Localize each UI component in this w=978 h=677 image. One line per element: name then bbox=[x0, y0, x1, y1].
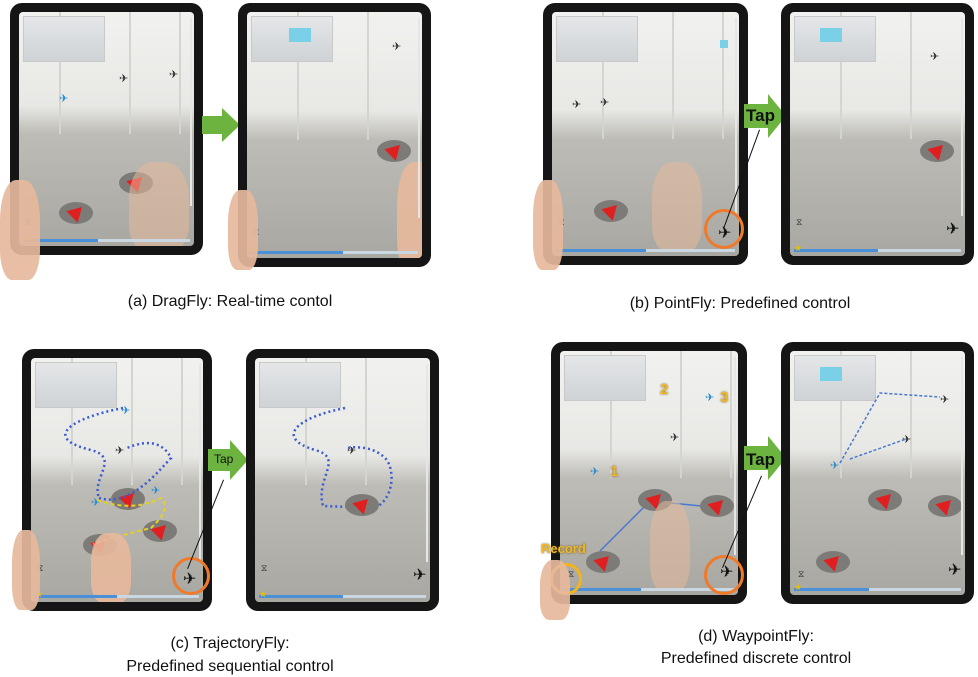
drone-icon: ✈ bbox=[59, 93, 69, 105]
drone-icon: ✈ bbox=[115, 445, 125, 457]
waypoint-links bbox=[839, 392, 941, 464]
tablet-a1: ✈ ✈ ✈ ⧖ ★ bbox=[10, 3, 203, 255]
tap-highlight-ring bbox=[704, 555, 744, 595]
ar-view-a2: ✈ ⧖ ★ bbox=[247, 12, 422, 258]
caption-d-line2: Predefined discrete control bbox=[660, 650, 852, 667]
tap-highlight-ring bbox=[704, 209, 744, 249]
waypoint-number: 2 bbox=[660, 381, 669, 398]
target-pad[interactable] bbox=[586, 551, 620, 573]
hand bbox=[228, 190, 258, 270]
hand bbox=[129, 162, 189, 246]
target-pad[interactable] bbox=[928, 495, 962, 517]
drone-icon[interactable]: ⧖ bbox=[796, 217, 803, 227]
tablet-d2: ✈ ✈ ✈ ⧖ ★ ✈ bbox=[781, 342, 974, 604]
target-pad[interactable] bbox=[377, 140, 411, 162]
tap-label: Tap bbox=[214, 452, 234, 466]
star-icon[interactable]: ★ bbox=[259, 589, 268, 599]
progress-bar[interactable] bbox=[259, 595, 426, 598]
drone-icon: ✈ bbox=[91, 497, 101, 509]
drone-icon: ✈ bbox=[705, 392, 715, 404]
drone-icon: ✈ bbox=[169, 69, 179, 81]
hand bbox=[12, 530, 40, 610]
drone-icon: ✈ bbox=[572, 99, 582, 111]
hand bbox=[533, 180, 563, 270]
target-pad[interactable] bbox=[594, 200, 628, 222]
tap-label: Tap bbox=[746, 450, 775, 469]
minimap bbox=[556, 16, 638, 62]
record-icon[interactable]: ⧖ bbox=[798, 569, 805, 579]
caption-b: (b) PointFly: Predefined control bbox=[629, 295, 851, 312]
target-pad[interactable] bbox=[59, 202, 93, 224]
minimap bbox=[23, 16, 105, 62]
tap-highlight-ring bbox=[172, 557, 210, 595]
progress-bar[interactable] bbox=[23, 239, 190, 242]
hand bbox=[652, 162, 702, 252]
target-pad[interactable] bbox=[345, 494, 379, 516]
drone-icon: ✈ bbox=[347, 445, 357, 457]
drone-icon: ✈ bbox=[830, 460, 840, 472]
star-icon[interactable]: ★ bbox=[794, 582, 803, 592]
airplane-icon[interactable]: ✈ bbox=[946, 221, 960, 238]
target-pad[interactable] bbox=[816, 551, 850, 573]
target-pad[interactable] bbox=[920, 140, 954, 162]
progress-bar[interactable] bbox=[251, 251, 418, 254]
minimap bbox=[259, 362, 341, 408]
tablet-c1: ✈ ✈ ✈ ✈ ⧖ ★ ✈ bbox=[22, 349, 212, 611]
drone-icon: ✈ bbox=[590, 466, 600, 478]
target-pad[interactable] bbox=[143, 520, 177, 542]
minimap bbox=[564, 355, 646, 401]
drone-icon: ✈ bbox=[670, 432, 680, 444]
caption-d-line1: (d) WaypointFly: bbox=[698, 628, 814, 645]
target-pad[interactable] bbox=[868, 489, 902, 511]
waypoint-number: 1 bbox=[610, 463, 619, 480]
airplane-icon[interactable]: ✈ bbox=[948, 562, 962, 579]
tablet-b2: ✈ ⧖ ★ ✈ bbox=[781, 3, 974, 265]
progress-bar[interactable] bbox=[564, 588, 734, 591]
drone-icon[interactable]: ⧖ bbox=[37, 563, 44, 573]
airplane-icon[interactable]: ✈ bbox=[413, 567, 427, 584]
ar-view-d2: ✈ ✈ ✈ ⧖ ★ ✈ bbox=[790, 351, 965, 595]
drone-icon: ✈ bbox=[600, 97, 610, 109]
caption-c-line2: Predefined sequential control bbox=[126, 658, 334, 675]
drone-icon: ✈ bbox=[940, 394, 950, 406]
transition-arrow bbox=[744, 94, 786, 138]
hand bbox=[540, 560, 570, 620]
tablet-a2: ✈ ⧖ ★ bbox=[238, 3, 431, 267]
drone-icon: ✈ bbox=[902, 434, 912, 446]
hand bbox=[650, 501, 690, 591]
caption-a: (a) DragFly: Real-time contol bbox=[127, 293, 333, 310]
minimap bbox=[35, 362, 117, 408]
hand bbox=[0, 180, 40, 280]
drone-icon: ✈ bbox=[930, 51, 940, 63]
record-label: Record bbox=[541, 541, 586, 556]
tap-label: Tap bbox=[746, 106, 775, 125]
trajectory-path bbox=[64, 406, 173, 545]
star-icon[interactable]: ★ bbox=[794, 243, 803, 253]
progress-bar[interactable] bbox=[794, 588, 961, 591]
ar-view-c1: ✈ ✈ ✈ ✈ ⧖ ★ ✈ bbox=[31, 358, 203, 602]
progress-bar[interactable] bbox=[556, 249, 735, 252]
trajectory-path bbox=[292, 406, 393, 510]
hand bbox=[397, 162, 422, 258]
drone-icon: ✈ bbox=[392, 41, 402, 53]
hand bbox=[91, 533, 131, 602]
tablet-c2: ✈ ⧖ ★ ✈ bbox=[246, 349, 439, 611]
progress-bar[interactable] bbox=[35, 595, 199, 598]
drone-icon: ✈ bbox=[121, 405, 131, 417]
caption-c-line1: (c) TrajectoryFly: bbox=[170, 635, 290, 652]
transition-arrow bbox=[744, 436, 786, 480]
ar-view-c2: ✈ ⧖ ★ ✈ bbox=[255, 358, 430, 602]
drone-icon: ✈ bbox=[119, 73, 129, 85]
ar-view-b2: ✈ ⧖ ★ ✈ bbox=[790, 12, 965, 256]
transition-arrow bbox=[208, 440, 248, 480]
target-pad[interactable] bbox=[700, 495, 734, 517]
ar-view-a1: ✈ ✈ ✈ ⧖ ★ bbox=[19, 12, 194, 246]
progress-bar[interactable] bbox=[794, 249, 961, 252]
ar-view-d1: ✈ ✈ ✈ 1 2 3 ⧖ ★ ✈ bbox=[560, 351, 738, 595]
drone-icon[interactable]: ⧖ bbox=[261, 563, 268, 573]
drone-icon: ✈ bbox=[151, 485, 161, 497]
waypoint-number: 3 bbox=[720, 389, 729, 406]
transition-arrow bbox=[202, 108, 240, 142]
